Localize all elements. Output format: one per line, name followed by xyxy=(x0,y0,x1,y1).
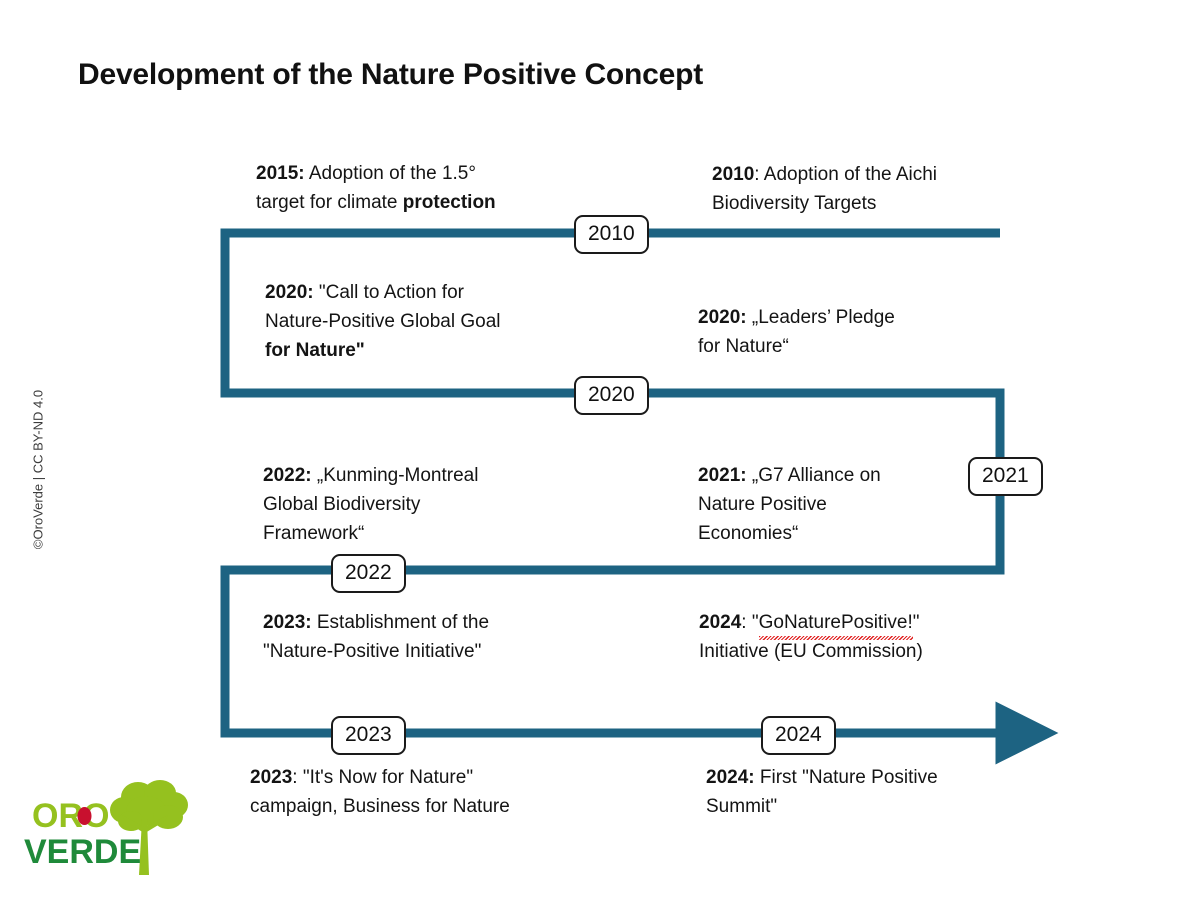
event-2020b-line2: for Nature“ xyxy=(698,336,789,357)
tree-icon xyxy=(110,780,188,875)
logo-word-oro: ORO xyxy=(32,797,109,835)
event-2020a-line1: "Call to Action for xyxy=(313,282,464,303)
event-2024b-line1: First "Nature Positive xyxy=(754,767,938,788)
event-2010-line2: Biodiversity Targets xyxy=(712,193,877,214)
event-2015-line1: Adoption of the 1.5° xyxy=(304,163,476,184)
event-2023-its-now-for-nature: 2023: "It's Now for Nature" campaign, Bu… xyxy=(250,763,590,821)
event-2022-line2: Global Biodiversity xyxy=(263,494,421,515)
year-marker-2021[interactable]: 2021 xyxy=(968,457,1043,496)
event-2023-nature-positive-initiative: 2023: Establishment of the "Nature-Posit… xyxy=(263,608,593,666)
event-2024a-line1-post: " xyxy=(912,612,920,633)
logo-word-verde: VERDE xyxy=(24,833,141,871)
oroverde-logo: ORO VERDE xyxy=(24,780,188,875)
event-2020a-line2: Nature-Positive Global Goal xyxy=(265,311,501,332)
year-marker-2010[interactable]: 2010 xyxy=(574,215,649,254)
event-2015-year: 2015: xyxy=(256,163,305,184)
event-2015-line2-bold: protection xyxy=(402,192,496,213)
event-2021-line3: Economies“ xyxy=(698,523,799,544)
logo-red-dot xyxy=(77,807,92,825)
event-2023b-line1: : "It's Now for Nature" xyxy=(292,767,474,788)
year-marker-2024[interactable]: 2024 xyxy=(761,716,836,755)
event-2023b-line2: campaign, Business for Nature xyxy=(250,796,510,817)
event-2023a-line1: Establishment of the xyxy=(311,612,490,633)
event-2020a-year: 2020: xyxy=(265,282,314,303)
event-2021-year: 2021: xyxy=(698,465,747,486)
event-2024b-year: 2024: xyxy=(706,767,755,788)
copyright-credit: ©OroVerde | CC BY-ND 4.0 xyxy=(30,389,46,550)
spellcheck-flagged-text: GoNaturePositive! xyxy=(758,608,913,640)
event-2024a-line2: Initiative (EU Commission) xyxy=(699,641,923,662)
event-2022-line3: Framework“ xyxy=(263,523,365,544)
event-2022-kunming-montreal: 2022: „Kunming-Montreal Global Biodivers… xyxy=(263,461,583,548)
event-2010-line1: : Adoption of the Aichi xyxy=(754,164,938,185)
event-2020-call-to-action: 2020: "Call to Action for Nature-Positiv… xyxy=(265,278,595,365)
year-marker-2022[interactable]: 2022 xyxy=(331,554,406,593)
year-marker-2020[interactable]: 2020 xyxy=(574,376,649,415)
event-2010: 2010: Adoption of the Aichi Biodiversity… xyxy=(712,160,1032,218)
event-2022-year: 2022: xyxy=(263,465,312,486)
page-title: Development of the Nature Positive Conce… xyxy=(78,58,704,91)
event-2020a-line3: for Nature" xyxy=(265,340,365,361)
year-marker-2023[interactable]: 2023 xyxy=(331,716,406,755)
event-2021-g7-alliance: 2021: „G7 Alliance on Nature Positive Ec… xyxy=(698,461,978,548)
event-2023a-line2: "Nature-Positive Initiative" xyxy=(263,641,482,662)
event-2024b-line2: Summit" xyxy=(706,796,778,817)
event-2020b-year: 2020: xyxy=(698,307,747,328)
event-2023a-year: 2023: xyxy=(263,612,312,633)
event-2020-leaders-pledge: 2020: „Leaders’ Pledge for Nature“ xyxy=(698,303,998,361)
event-2015: 2015: Adoption of the 1.5° target for cl… xyxy=(256,159,586,217)
event-2022-line1: „Kunming-Montreal xyxy=(311,465,479,486)
event-2024-gonaturepositive: 2024: "GoNaturePositive!" Initiative (EU… xyxy=(699,608,1019,666)
event-2021-line1: „G7 Alliance on xyxy=(746,465,881,486)
event-2024a-year: 2024 xyxy=(699,612,742,633)
event-2023b-year: 2023 xyxy=(250,767,293,788)
event-2024a-line1-pre: : " xyxy=(741,612,759,633)
event-2020b-line1: „Leaders’ Pledge xyxy=(746,307,895,328)
event-2010-year: 2010 xyxy=(712,164,755,185)
event-2015-line2-pre: target for climate xyxy=(256,192,403,213)
event-2021-line2: Nature Positive xyxy=(698,494,827,515)
event-2024-nature-positive-summit: 2024: First "Nature Positive Summit" xyxy=(706,763,1026,821)
